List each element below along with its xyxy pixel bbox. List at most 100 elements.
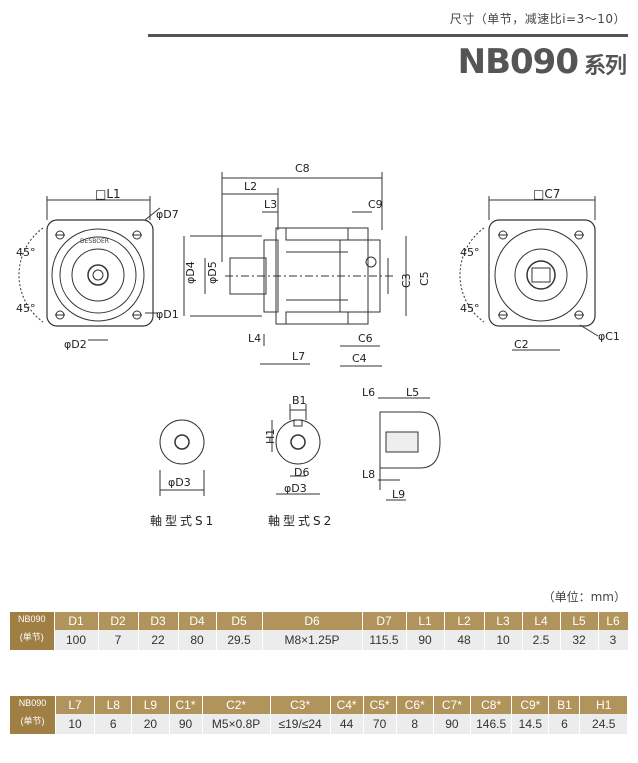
table-row: (单节) 10 6 20 90 M5×0.8P ≤19/≤24 44 70 8 … bbox=[10, 714, 628, 734]
label-l7: L7 bbox=[292, 350, 305, 363]
technical-drawing: □L1 φD7 φD1 φD2 45° 45° DESBOER bbox=[16, 162, 620, 501]
table1-header: L5 bbox=[560, 612, 599, 630]
table1-cell: 115.5 bbox=[362, 630, 407, 650]
table1-header: L6 bbox=[598, 612, 629, 630]
table2-cell: 20 bbox=[131, 714, 170, 734]
series-model: NB090 bbox=[457, 42, 579, 82]
table2-cell: 146.5 bbox=[470, 714, 513, 734]
section-view: L6 L5 L8 L9 bbox=[362, 386, 441, 501]
table1-cell: 3 bbox=[598, 630, 629, 650]
table1-header: L4 bbox=[522, 612, 561, 630]
table2-cell: 44 bbox=[330, 714, 364, 734]
label-c8: C8 bbox=[295, 162, 310, 175]
table2-header: C6* bbox=[396, 696, 434, 714]
label-l9: L9 bbox=[392, 488, 405, 501]
table2-model: NB090 bbox=[10, 696, 56, 714]
table2-cell: M5×0.8P bbox=[202, 714, 271, 734]
bolt-hole bbox=[498, 310, 508, 320]
label-l3: L3 bbox=[264, 198, 277, 211]
rear-view: □C7 45° 45° C2 φC1 bbox=[459, 187, 620, 351]
label-d4: φD4 bbox=[184, 261, 197, 284]
table1-header: D4 bbox=[178, 612, 217, 630]
table1-cell: 100 bbox=[54, 630, 99, 650]
table1-cell: 7 bbox=[98, 630, 139, 650]
label-angle-top: 45° bbox=[16, 246, 36, 259]
table2-header: L9 bbox=[131, 696, 170, 714]
table2-header: C2* bbox=[202, 696, 271, 714]
bolt-hole bbox=[574, 310, 584, 320]
table2-cell: 24.5 bbox=[579, 714, 628, 734]
label-rear-angle-bottom: 45° bbox=[460, 302, 480, 315]
series-suffix: 系列 bbox=[583, 54, 627, 79]
label-d6: D6 bbox=[294, 466, 309, 479]
bolt-hole bbox=[132, 230, 142, 240]
table2-cell: 6 bbox=[94, 714, 133, 734]
label-s1-d3: φD3 bbox=[168, 476, 191, 489]
table2-model-sub: (单节) bbox=[10, 714, 56, 734]
shaft-s2-view: B1 H1 D6 φD3 bbox=[264, 394, 321, 495]
label-c2: C2 bbox=[514, 338, 529, 351]
table1-cell: 80 bbox=[178, 630, 217, 650]
shaft-s1-view: φD3 bbox=[159, 419, 205, 496]
label-s2-d3: φD3 bbox=[284, 482, 307, 495]
label-c4: C4 bbox=[352, 352, 367, 365]
table1-cell: 22 bbox=[138, 630, 179, 650]
label-rear-angle-top: 45° bbox=[460, 246, 480, 259]
table2-cell: 90 bbox=[433, 714, 471, 734]
bolt-hole bbox=[574, 230, 584, 240]
label-d5: φD5 bbox=[206, 261, 219, 284]
table1-header: L1 bbox=[406, 612, 445, 630]
label-l1: □L1 bbox=[95, 187, 121, 201]
label-b1: B1 bbox=[292, 394, 307, 407]
label-l2: L2 bbox=[244, 180, 257, 193]
label-d2: φD2 bbox=[64, 338, 87, 351]
label-c3: C3 bbox=[400, 273, 413, 288]
label-h1: H1 bbox=[264, 429, 277, 444]
unit-note: （单位：mm） bbox=[542, 590, 626, 604]
label-l8: L8 bbox=[362, 468, 375, 481]
label-l5: L5 bbox=[406, 386, 419, 399]
table2-header: C3* bbox=[270, 696, 331, 714]
table1-header: L3 bbox=[484, 612, 523, 630]
label-c9: C9 bbox=[368, 198, 383, 211]
table1-model: NB090 bbox=[10, 612, 55, 630]
table-row: (单节) 100 7 22 80 29.5 M8×1.25P 115.5 90 … bbox=[10, 630, 629, 650]
table1-header: L2 bbox=[444, 612, 485, 630]
table2-cell: 14.5 bbox=[511, 714, 550, 734]
table1-cell: 32 bbox=[560, 630, 599, 650]
front-view: □L1 φD7 φD1 φD2 45° 45° DESBOER bbox=[16, 187, 179, 351]
table2-header: H1 bbox=[579, 696, 628, 714]
table2-cell: 10 bbox=[55, 714, 96, 734]
table2-header: C7* bbox=[433, 696, 471, 714]
table1-header: D5 bbox=[216, 612, 263, 630]
table1-model-sub: (单节) bbox=[10, 630, 55, 650]
table2-header: C8* bbox=[470, 696, 513, 714]
table2-header: C9* bbox=[511, 696, 550, 714]
table1-cell: 48 bbox=[444, 630, 485, 650]
bolt-hole bbox=[498, 230, 508, 240]
table2-header: B1 bbox=[548, 696, 581, 714]
table2-cell: 8 bbox=[396, 714, 434, 734]
table1-header: D2 bbox=[98, 612, 139, 630]
shaft-s1-caption: 軸型式S1 bbox=[150, 514, 217, 528]
label-d7: φD7 bbox=[156, 208, 179, 221]
header-rule bbox=[148, 34, 628, 37]
table2-cell: 90 bbox=[169, 714, 203, 734]
table2-cell: 70 bbox=[363, 714, 397, 734]
table2-header: C1* bbox=[169, 696, 203, 714]
table2-header: L8 bbox=[94, 696, 133, 714]
label-c1: φC1 bbox=[598, 330, 620, 343]
table1-cell: M8×1.25P bbox=[262, 630, 363, 650]
table1-header: D1 bbox=[54, 612, 99, 630]
bolt-hole bbox=[55, 310, 65, 320]
table1-header: D7 bbox=[362, 612, 407, 630]
table1-cell: 2.5 bbox=[522, 630, 561, 650]
table1-cell: 29.5 bbox=[216, 630, 263, 650]
brand-label: DESBOER bbox=[80, 238, 109, 245]
header-subtitle: 尺寸（单节，减速比i=3～10） bbox=[449, 12, 626, 26]
label-angle-bottom: 45° bbox=[16, 302, 36, 315]
label-c5: C5 bbox=[418, 271, 431, 286]
bolt-hole bbox=[132, 310, 142, 320]
label-l6: L6 bbox=[362, 386, 375, 399]
